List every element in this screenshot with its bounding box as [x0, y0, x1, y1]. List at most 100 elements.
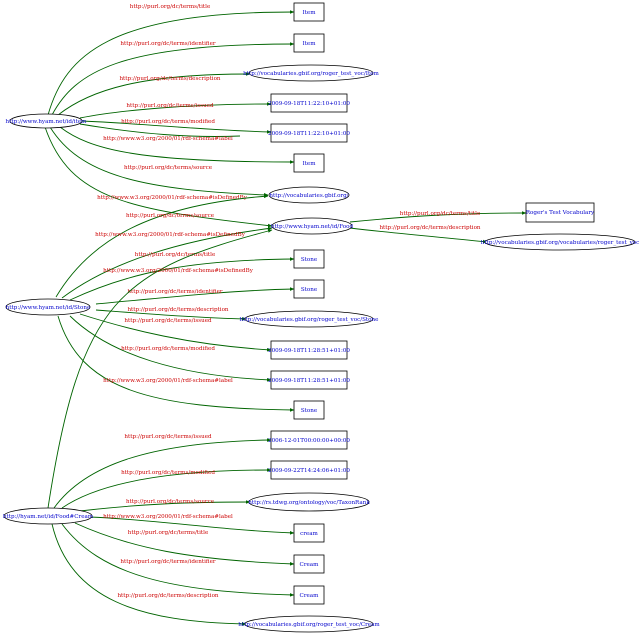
node-item: http://www.hyam.net/id/item [6, 113, 88, 129]
node-stone-identifier: Stone [293, 279, 325, 299]
edge-cream-modified: http://purl.org/dc/terms/modified [61, 468, 272, 509]
svg-text:http://purl.org/dc/terms/descr: http://purl.org/dc/terms/description [119, 76, 220, 82]
node-cream-title: Cream [293, 554, 325, 574]
node-food: http://www.hyam.net/id/Food [271, 217, 354, 235]
node-cream-label: cream [293, 523, 325, 543]
svg-text:http://purl.org/dc/terms/issue: http://purl.org/dc/terms/issued [124, 434, 212, 440]
edge-item-vocab [49, 126, 269, 197]
svg-text:2009-09-18T11:22:10+01:00: 2009-09-18T11:22:10+01:00 [268, 131, 350, 137]
edge-cream-isdefinedby: http://www.w3.org/2000/01/rdf-schema#isD… [47, 229, 273, 509]
node-stone-modified: 2009-09-18T11:28:51+01:00 [268, 370, 350, 390]
edge-food-description: http://purl.org/dc/terms/description [349, 225, 488, 244]
svg-text:2009-09-18T11:22:10+01:00: 2009-09-18T11:22:10+01:00 [268, 101, 350, 107]
edge-cream-issued: http://purl.org/dc/terms/issued [53, 434, 272, 509]
svg-text:2009-09-22T14:24:06+01:00: 2009-09-22T14:24:06+01:00 [268, 468, 350, 474]
svg-text:http://rs.tdwg.org/ontology/vo: http://rs.tdwg.org/ontology/voc/TaxonRan… [248, 500, 370, 506]
edge-item-source: http://purl.org/dc/terms/source [59, 126, 295, 171]
svg-text:Item: Item [302, 10, 316, 16]
node-item-modified: 2009-09-18T11:22:10+01:00 [268, 123, 350, 143]
node-cream: http://hyam.net/id/Food#Cream [3, 507, 94, 525]
svg-text:http://purl.org/dc/terms/sourc: http://purl.org/dc/terms/source [126, 213, 215, 219]
svg-text:Cream: Cream [300, 562, 320, 568]
svg-text:Roger's Test Vocabulary: Roger's Test Vocabulary [526, 210, 595, 216]
svg-text:http://purl.org/dc/terms/sourc: http://purl.org/dc/terms/source [126, 499, 215, 505]
svg-text:http://purl.org/dc/terms/ident: http://purl.org/dc/terms/identifier [127, 289, 223, 295]
svg-text:cream: cream [300, 531, 318, 537]
edge-item-identifier: http://purl.org/dc/terms/identifier [51, 41, 295, 116]
svg-text:http://purl.org/dc/terms/ident: http://purl.org/dc/terms/identifier [120, 559, 216, 565]
node-cream-issued: 2006-12-01T00:00:00+00:00 [268, 430, 350, 450]
node-item-identifier: Item [293, 33, 325, 53]
node-item-label: Item [293, 153, 325, 173]
edges: http://purl.org/dc/terms/title http://pu… [44, 4, 527, 626]
svg-text:http://www.w3.org/2000/01/rdf-: http://www.w3.org/2000/01/rdf-schema#isD… [95, 232, 246, 238]
svg-text:http://purl.org/dc/terms/title: http://purl.org/dc/terms/title [400, 211, 481, 217]
edge-stone-issued: http://purl.org/dc/terms/issued [79, 313, 272, 352]
edge-item-title: http://purl.org/dc/terms/title [47, 4, 295, 116]
svg-text:http://vocabularies.gbif.org/v: http://vocabularies.gbif.org/vocabularie… [481, 240, 640, 246]
edge-cream-description: http://purl.org/dc/terms/description [51, 523, 247, 626]
svg-text:http://purl.org/dc/terms/title: http://purl.org/dc/terms/title [135, 252, 216, 258]
svg-text:http://www.hyam.net/id/item: http://www.hyam.net/id/item [6, 119, 88, 125]
svg-text:http://www.w3.org/2000/01/rdf-: http://www.w3.org/2000/01/rdf-schema#isD… [97, 195, 248, 201]
svg-text:http://vocabularies.gbif.org/r: http://vocabularies.gbif.org/roger_test_… [243, 71, 379, 77]
node-cream-description: http://vocabularies.gbif.org/roger_test_… [238, 615, 380, 633]
edge-cream-source: http://purl.org/dc/terms/source [79, 499, 251, 512]
svg-text:http://purl.org/dc/terms/sourc: http://purl.org/dc/terms/source [124, 165, 213, 171]
svg-text:http://vocabularies.gbif.org/r: http://vocabularies.gbif.org/roger_test_… [240, 317, 380, 323]
svg-text:http://purl.org/dc/terms/modif: http://purl.org/dc/terms/modified [121, 470, 215, 476]
edge-stone-title: http://purl.org/dc/terms/title [69, 252, 295, 301]
node-item-description: http://vocabularies.gbif.org/roger_test_… [243, 64, 380, 82]
svg-text:http://www.hyam.net/id/Stone: http://www.hyam.net/id/Stone [6, 305, 91, 311]
svg-text:Item: Item [302, 41, 316, 47]
node-cream-identifier: Cream [293, 585, 325, 605]
svg-text:http://www.hyam.net/id/Food: http://www.hyam.net/id/Food [271, 224, 354, 230]
node-food-description: http://vocabularies.gbif.org/vocabularie… [481, 233, 640, 251]
svg-text:http://www.w3.org/2000/01/rdf-: http://www.w3.org/2000/01/rdf-schema#isD… [103, 268, 254, 274]
svg-text:http://vocabularies.gbif.org/r: http://vocabularies.gbif.org/roger_test_… [238, 622, 380, 628]
svg-text:Cream: Cream [300, 593, 320, 599]
svg-text:http://hyam.net/id/Food#Cream: http://hyam.net/id/Food#Cream [3, 514, 94, 520]
node-stone-label: Stone [293, 400, 325, 420]
svg-text:http://purl.org/dc/terms/descr: http://purl.org/dc/terms/description [117, 593, 218, 599]
nodes: http://www.hyam.net/id/item http://www.h… [3, 2, 640, 633]
edge-item-rdfs-label: http://www.w3.org/2000/01/rdf-schema#lab… [79, 123, 241, 142]
edge-stone-isdefinedby: http://www.w3.org/2000/01/rdf-schema#isD… [61, 226, 273, 299]
svg-text:http://www.w3.org/2000/01/rdf-: http://www.w3.org/2000/01/rdf-schema#lab… [103, 514, 233, 520]
edge-stone-modified: http://purl.org/dc/terms/modified [69, 315, 272, 382]
svg-text:http://purl.org/dc/terms/modif: http://purl.org/dc/terms/modified [121, 346, 215, 352]
node-cream-modified: 2009-09-22T14:24:06+01:00 [268, 460, 350, 480]
svg-text:http://purl.org/dc/terms/ident: http://purl.org/dc/terms/identifier [120, 41, 216, 47]
svg-text:Stone: Stone [301, 408, 318, 414]
svg-text:Stone: Stone [301, 287, 318, 293]
svg-text:Item: Item [302, 161, 316, 167]
svg-text:http://purl.org/dc/terms/title: http://purl.org/dc/terms/title [130, 4, 211, 10]
node-stone: http://www.hyam.net/id/Stone [5, 298, 91, 316]
svg-text:http://www.w3.org/2000/01/rdf-: http://www.w3.org/2000/01/rdf-schema#lab… [103, 378, 233, 384]
edge-item-isdefinedby: http://www.w3.org/2000/01/rdf-schema#isD… [44, 126, 273, 228]
svg-text:2009-09-18T11:28:51+01:00: 2009-09-18T11:28:51+01:00 [268, 378, 350, 384]
edge-food-title: http://purl.org/dc/terms/title [349, 211, 527, 223]
svg-text:http://www.w3.org/2000/01/rdf-: http://www.w3.org/2000/01/rdf-schema#lab… [103, 136, 233, 142]
edge-cream-title: http://purl.org/dc/terms/title [74, 522, 295, 566]
edge-stone-source: http://purl.org/dc/terms/source [55, 194, 269, 298]
edge-item-modified: http://purl.org/dc/terms/modified [81, 119, 272, 134]
svg-text:http://purl.org/dc/terms/descr: http://purl.org/dc/terms/description [127, 307, 228, 313]
svg-text:http://purl.org/dc/terms/issue: http://purl.org/dc/terms/issued [126, 103, 214, 109]
edge-stone-description: http://purl.org/dc/terms/description [95, 307, 247, 321]
edge-item-description: http://purl.org/dc/terms/description [57, 72, 251, 116]
node-vocab: http://vocabularies.gbif.org/ [268, 186, 350, 204]
edge-stone-identifier: http://purl.org/dc/terms/identifier [95, 287, 295, 305]
node-item-issued: 2009-09-18T11:22:10+01:00 [268, 93, 350, 113]
node-food-title: Roger's Test Vocabulary [525, 202, 595, 223]
node-item-title: Item [293, 2, 325, 22]
svg-text:http://purl.org/dc/terms/descr: http://purl.org/dc/terms/description [379, 225, 480, 231]
svg-text:http://purl.org/dc/terms/title: http://purl.org/dc/terms/title [128, 530, 209, 536]
node-stone-description: http://vocabularies.gbif.org/roger_test_… [240, 310, 380, 328]
node-stone-issued: 2009-09-18T11:28:51+01:00 [268, 340, 350, 360]
svg-text:2006-12-01T00:00:00+00:00: 2006-12-01T00:00:00+00:00 [268, 438, 350, 444]
svg-text:http://purl.org/dc/terms/modif: http://purl.org/dc/terms/modified [121, 119, 215, 125]
edge-stone-rdfs-label: http://www.w3.org/2000/01/rdf-schema#lab… [57, 315, 295, 412]
svg-text:2009-09-18T11:28:51+01:00: 2009-09-18T11:28:51+01:00 [268, 348, 350, 354]
